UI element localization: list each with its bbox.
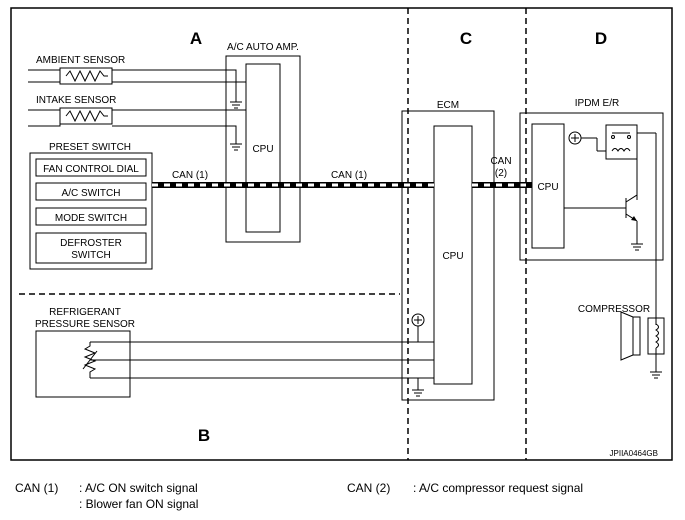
section-label-a: A bbox=[190, 29, 202, 48]
refrigerant-sensor-wiring bbox=[82, 313, 434, 384]
section-label-c: C bbox=[460, 29, 472, 48]
ecm-cpu-label: CPU bbox=[442, 251, 463, 262]
mode-switch-label: MODE SWITCH bbox=[55, 213, 127, 224]
can1-label-right: CAN (1) bbox=[331, 170, 367, 181]
ac-switch-label: A/C SWITCH bbox=[62, 188, 121, 199]
can2-label-line1: CAN bbox=[490, 156, 511, 167]
intake-sensor-label: INTAKE SENSOR bbox=[36, 95, 116, 106]
figure-code: JPIIA0464GB bbox=[610, 449, 658, 458]
refrigerant-label-line1: REFRIGERANT bbox=[49, 307, 121, 318]
section-label-d: D bbox=[595, 29, 607, 48]
can1-label-left: CAN (1) bbox=[172, 170, 208, 181]
defroster-label-line2: SWITCH bbox=[71, 250, 110, 261]
compressor-symbol bbox=[620, 311, 665, 366]
diagram-frame bbox=[10, 7, 673, 461]
ipdm-box bbox=[519, 112, 664, 261]
ecm-box bbox=[401, 110, 495, 401]
preset-switch-buttons bbox=[35, 158, 147, 264]
legend-can1-desc1: : A/C ON switch signal bbox=[79, 481, 198, 495]
ipdm-transistor-arrow bbox=[631, 216, 637, 221]
refrigerant-label-line2: PRESSURE SENSOR bbox=[35, 319, 135, 330]
ambient-sensor-label: AMBIENT SENSOR bbox=[36, 55, 125, 66]
legend-can2-desc: : A/C compressor request signal bbox=[413, 481, 583, 495]
ac-auto-amp-label: A/C AUTO AMP. bbox=[227, 42, 299, 53]
legend-can2-key: CAN (2) bbox=[347, 481, 390, 495]
ipdm-cpu bbox=[531, 123, 565, 249]
compressor-label: COMPRESSOR bbox=[578, 304, 650, 315]
ambient-sensor-wiring bbox=[28, 67, 246, 96]
ipdm-relay-circuit bbox=[564, 124, 657, 325]
ac-auto-amp-box bbox=[225, 55, 301, 243]
ipdm-label: IPDM E/R bbox=[575, 98, 619, 109]
preset-switch-label: PRESET SWITCH bbox=[49, 142, 131, 153]
intake-sensor-wiring bbox=[28, 107, 246, 138]
refrigerant-sensor-box bbox=[35, 330, 131, 398]
ecm-cpu bbox=[433, 125, 473, 385]
ac-auto-amp-cpu-label: CPU bbox=[252, 144, 273, 155]
ipdm-cpu-label: CPU bbox=[537, 182, 558, 193]
can2-label-line2: (2) bbox=[495, 168, 507, 179]
defroster-label-line1: DEFROSTER bbox=[60, 238, 122, 249]
ecm-label: ECM bbox=[437, 100, 459, 111]
ac-auto-amp-cpu bbox=[245, 63, 281, 233]
section-label-b: B bbox=[198, 426, 210, 445]
fan-control-dial-label: FAN CONTROL DIAL bbox=[43, 164, 139, 175]
legend-can1-key: CAN (1) bbox=[15, 481, 58, 495]
legend-can1-desc2: : Blower fan ON signal bbox=[79, 497, 198, 511]
preset-switch-box bbox=[29, 152, 153, 270]
